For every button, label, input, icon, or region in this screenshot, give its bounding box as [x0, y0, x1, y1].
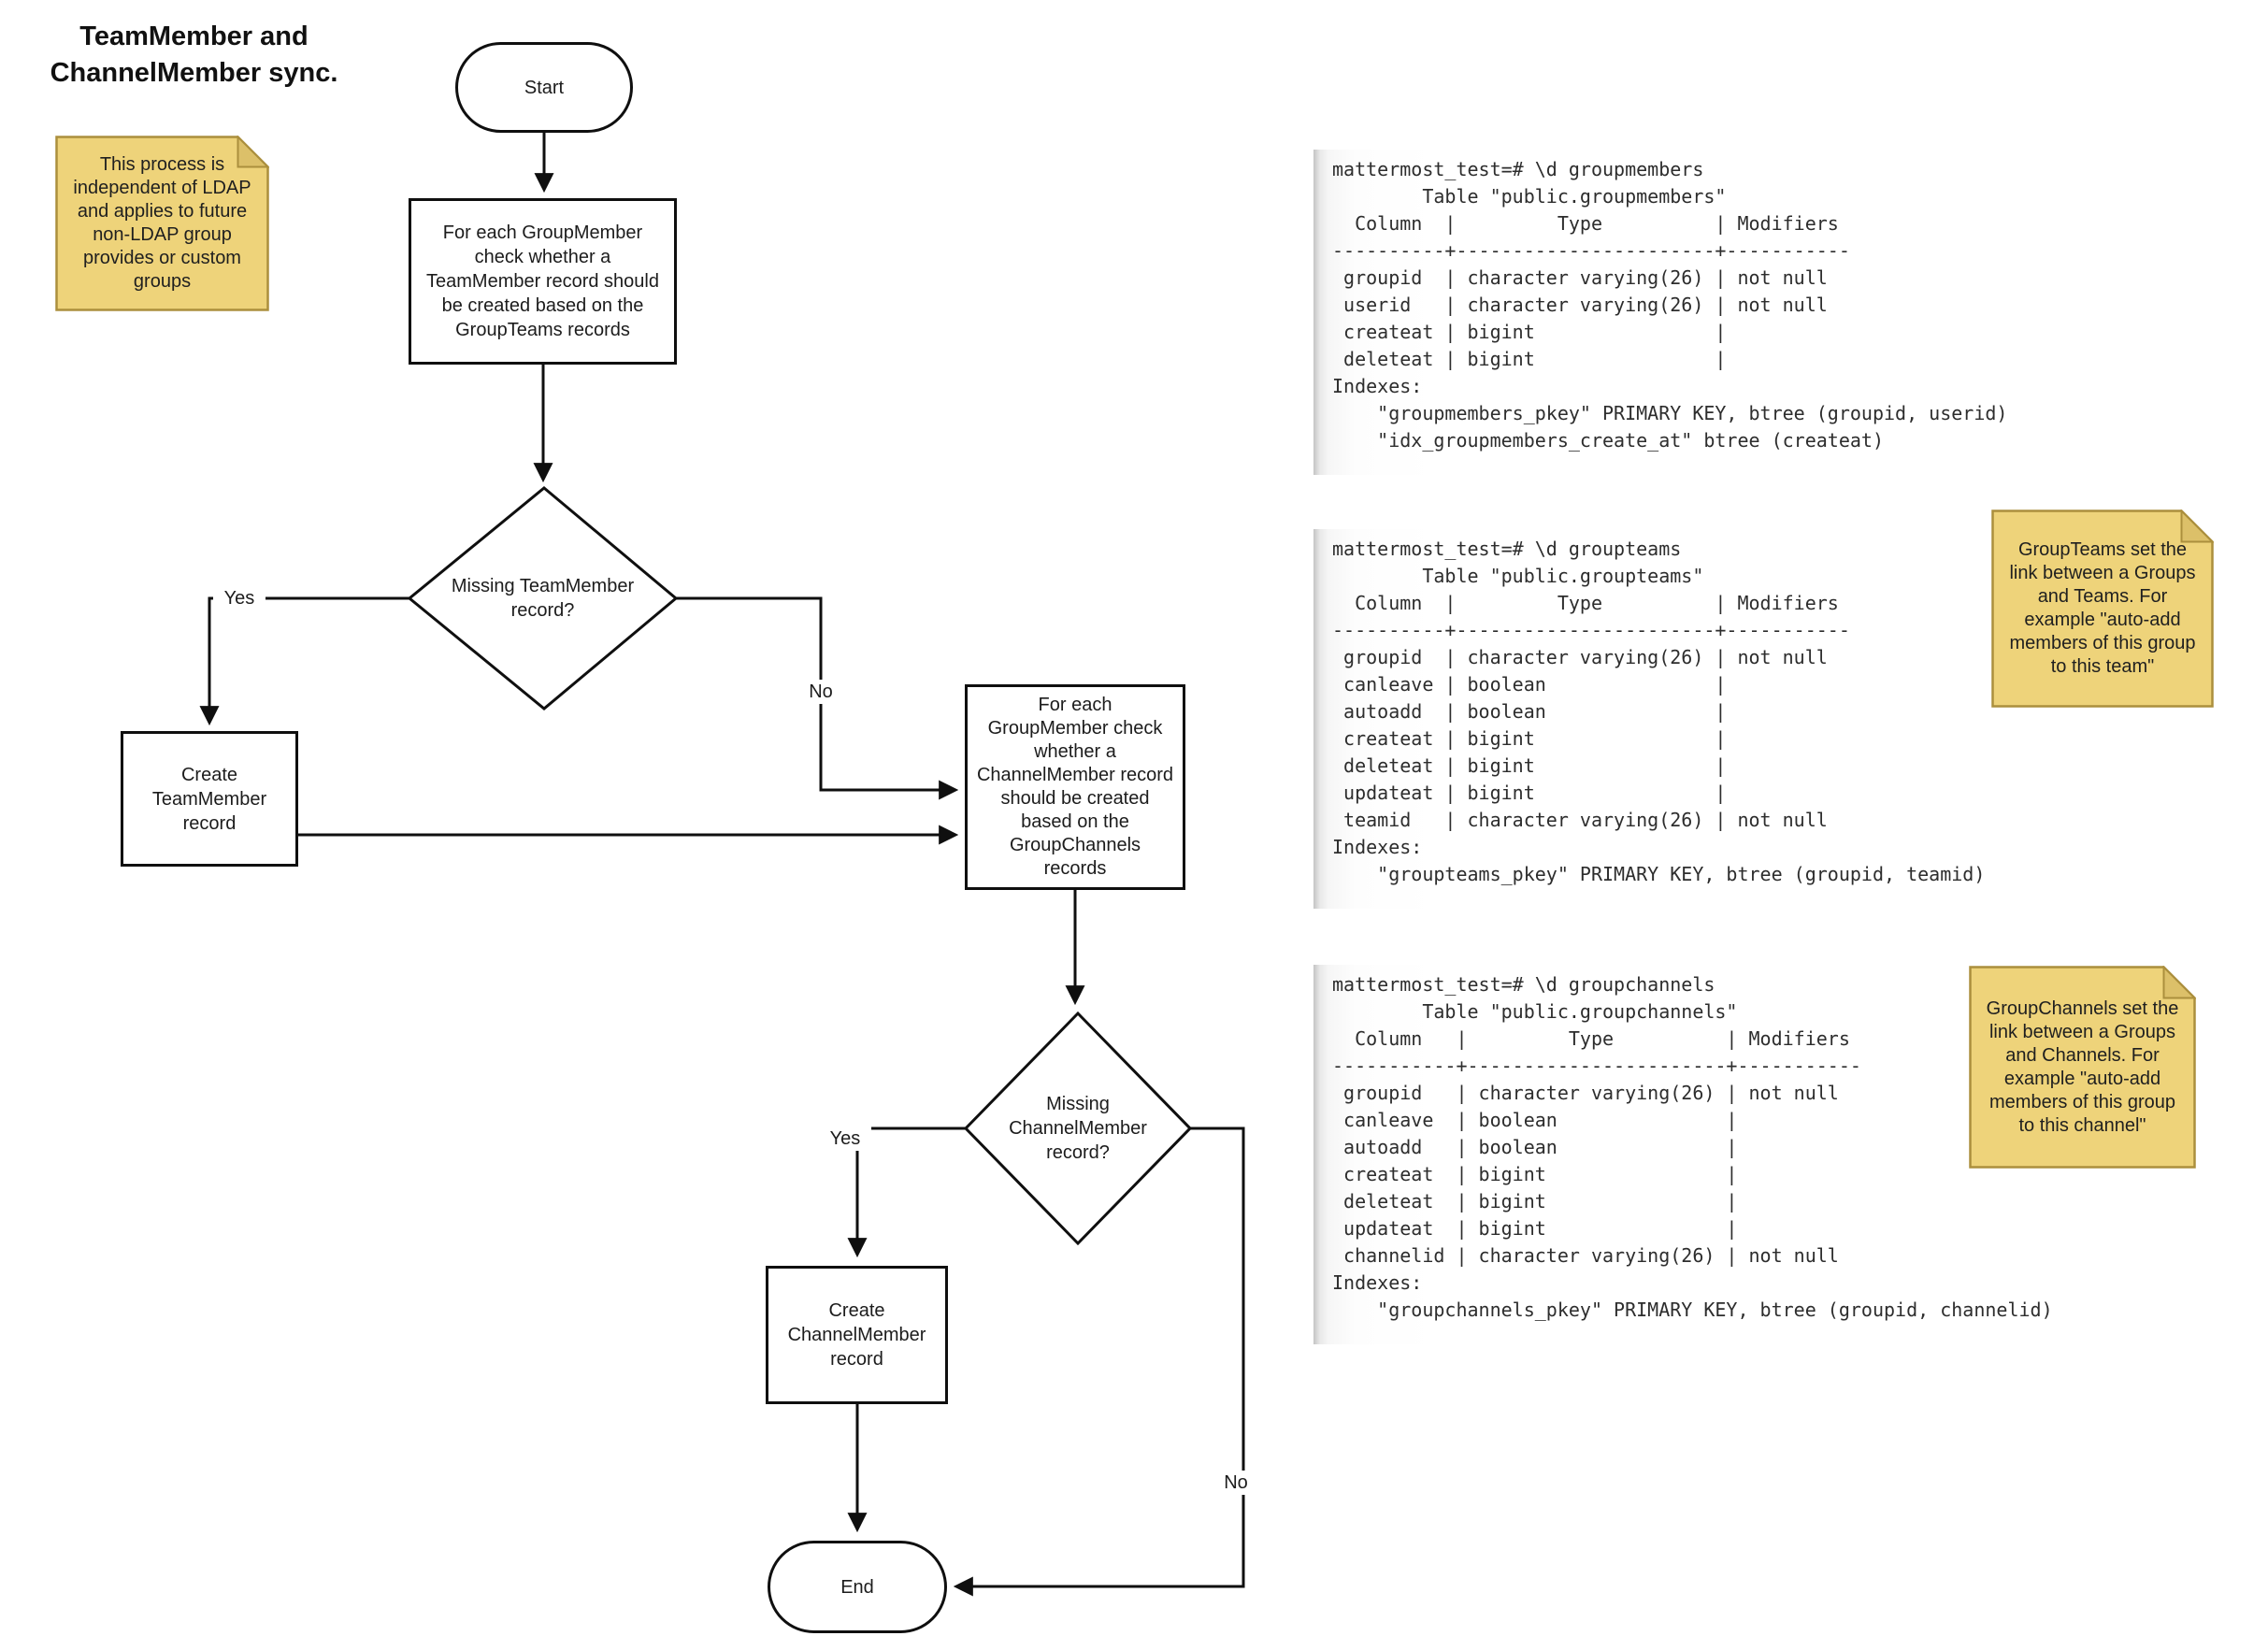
- start-node: Start: [455, 42, 633, 133]
- edge-decision-no-to-end: [953, 1127, 1245, 1597]
- psql-output-groupteams: mattermost_test=# \d groupteams Table "p…: [1313, 529, 2044, 909]
- sticky-note-icon: [1969, 966, 2196, 1169]
- process-check-channelmember-label: For each GroupMember check whether a Cha…: [976, 695, 1174, 879]
- sticky-note-ldap-text: This process is independent of LDAP and …: [73, 154, 251, 292]
- edge-label-yes-teammember: Yes: [213, 586, 266, 610]
- edge-decision-yes-to-create-teammember: [199, 596, 409, 726]
- sticky-note-groupchannels-text: GroupChannels set the link between a Gro…: [1986, 997, 2179, 1136]
- process-create-teammember-node: Create TeamMember record: [121, 731, 298, 867]
- edge-label-yes-channelmember: Yes: [819, 1127, 871, 1151]
- process-create-channelmember-node: Create ChannelMember record: [766, 1266, 948, 1404]
- process-create-channelmember-label: Create ChannelMember record: [787, 1300, 926, 1370]
- sticky-note-icon: [55, 136, 269, 311]
- sticky-note-groupteams-text: GroupTeams set the link between a Groups…: [2009, 539, 2196, 677]
- sticky-note-groupteams: GroupTeams set the link between a Groups…: [1991, 509, 2214, 708]
- process-check-channelmember-node: For each GroupMember check whether a Cha…: [965, 684, 1185, 890]
- psql-output-groupchannels: mattermost_test=# \d groupchannels Table…: [1313, 965, 2146, 1344]
- sticky-note-groupchannels: GroupChannels set the link between a Gro…: [1969, 966, 2196, 1169]
- decision-missing-channelmember-node: [963, 1011, 1193, 1246]
- edge-label-no-teammember: No: [800, 680, 841, 704]
- edge-decision-yes-to-create-channelmember: [847, 1127, 966, 1258]
- process-check-teammember-label: For each GroupMember check whether a Tea…: [426, 222, 659, 340]
- sticky-note-icon: [1991, 509, 2214, 708]
- start-label: Start: [524, 77, 565, 98]
- end-node: End: [768, 1541, 947, 1633]
- end-label: End: [840, 1576, 874, 1598]
- psql-output-groupmembers: mattermost_test=# \d groupmembers Table …: [1313, 150, 2044, 475]
- diagram-title: TeamMember and ChannelMember sync.: [50, 22, 338, 88]
- process-check-teammember-node: For each GroupMember check whether a Tea…: [409, 198, 677, 365]
- decision-missing-teammember-node: [407, 486, 679, 710]
- edge-label-no-channelmember: No: [1215, 1471, 1256, 1495]
- sticky-note-ldap: This process is independent of LDAP and …: [55, 136, 269, 311]
- process-create-teammember-label: Create TeamMember record: [151, 764, 267, 834]
